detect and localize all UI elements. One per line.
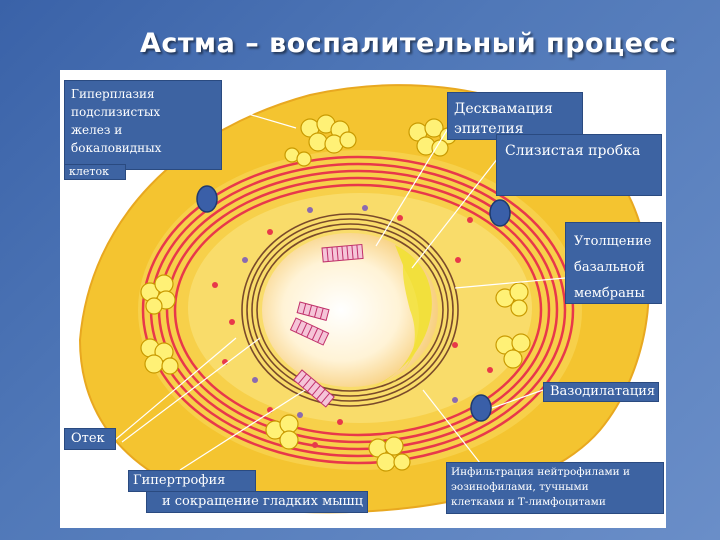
label-hyperplasia-cont: клеток bbox=[64, 164, 126, 180]
label-hypertrophy-cont: и сокращение гладких мышц bbox=[146, 491, 368, 513]
label-hypertrophy: Гипертрофия bbox=[128, 470, 256, 492]
basement-membrane bbox=[241, 213, 459, 407]
blood-vessels bbox=[196, 185, 511, 422]
leader-lines bbox=[114, 87, 566, 471]
slide-title: Астма – воспалительный процесс bbox=[140, 28, 677, 59]
airway-lumen bbox=[262, 233, 438, 387]
mucus-plug-body bbox=[370, 245, 432, 388]
label-mucus-plug: Слизистая пробка bbox=[496, 134, 662, 196]
label-basement-thickening: Утолщение базальной мембраны bbox=[565, 222, 662, 304]
label-hyperplasia: Гиперплазия подслизистых желез и бокалов… bbox=[64, 80, 222, 170]
smooth-muscle-layer bbox=[141, 155, 575, 465]
gland-clusters bbox=[140, 114, 531, 472]
diagram-canvas: Гиперплазия подслизистых желез и бокалов… bbox=[60, 70, 666, 528]
label-infiltration: Инфильтрация нейтрофилами и эозинофилами… bbox=[446, 462, 664, 514]
label-desquamation: Десквамация эпителия bbox=[447, 92, 583, 140]
label-vasodilation: Вазодилатация bbox=[543, 382, 659, 402]
label-edema: Отек bbox=[64, 428, 116, 450]
epithelium-fragments bbox=[289, 243, 364, 408]
